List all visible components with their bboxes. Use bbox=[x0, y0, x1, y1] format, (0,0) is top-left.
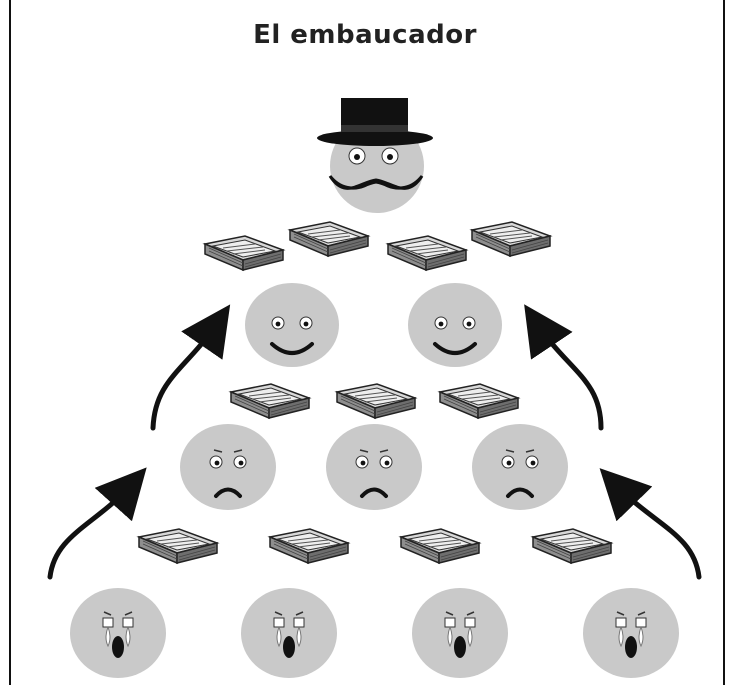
money-stack-icon bbox=[336, 383, 416, 419]
crying-face bbox=[412, 588, 508, 678]
crying-face bbox=[70, 588, 166, 678]
mustache-icon bbox=[328, 175, 424, 190]
curved-arrow-icon bbox=[47, 467, 147, 580]
money-stack-icon bbox=[204, 235, 284, 271]
happy-face bbox=[408, 283, 502, 367]
crying-face bbox=[583, 588, 679, 678]
curved-arrows bbox=[47, 304, 702, 580]
crying-faces-level-3 bbox=[70, 588, 679, 678]
money-stack-icon bbox=[289, 221, 369, 257]
money-stack-icon bbox=[269, 528, 349, 564]
money-stack-icon bbox=[387, 235, 467, 271]
curved-arrow-icon bbox=[599, 468, 702, 580]
top-hat-icon bbox=[317, 98, 433, 146]
sad-faces-level-2 bbox=[180, 424, 568, 510]
money-stack-icon bbox=[471, 221, 551, 257]
happy-face bbox=[245, 283, 339, 367]
money-row-2 bbox=[230, 383, 519, 419]
curved-arrow-icon bbox=[150, 304, 231, 431]
money-stack-icon bbox=[138, 528, 218, 564]
happy-faces-level-1 bbox=[245, 283, 502, 367]
curved-arrow-icon bbox=[524, 304, 604, 431]
sad-face bbox=[326, 424, 422, 510]
money-stack-icon bbox=[400, 528, 480, 564]
sad-face bbox=[180, 424, 276, 510]
crying-face bbox=[241, 588, 337, 678]
diagram-title: El embaucador bbox=[253, 20, 477, 50]
swindler-eyes bbox=[348, 147, 399, 165]
swindler-figure bbox=[317, 98, 433, 213]
money-stack-icon bbox=[532, 528, 612, 564]
money-stack-icon bbox=[439, 383, 519, 419]
sad-face bbox=[472, 424, 568, 510]
money-stack-icon bbox=[230, 383, 310, 419]
money-row-1 bbox=[204, 221, 551, 271]
money-row-3 bbox=[138, 528, 612, 564]
